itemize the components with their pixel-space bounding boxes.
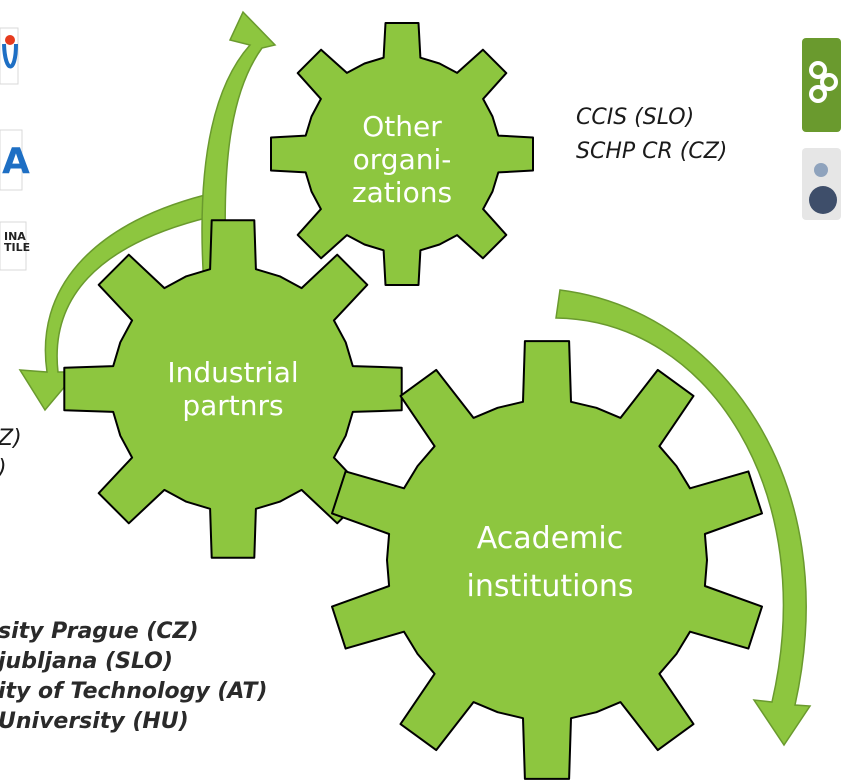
logo-fragment-3 [0,221,27,271]
logo-fragment-1 [0,27,19,85]
logo-text-fragment: INA TILE [4,231,30,253]
gear-label-line: Industrial [167,356,299,389]
logo-text-line: TILE [4,241,31,254]
institution-entry: University (HU) [0,709,189,734]
industrial-partners-list: Z) ) [0,424,22,484]
curved-arrow-industrial-down [18,194,211,412]
other-organizations-gear [270,22,534,286]
organization-entry: SCHP CR (CZ) [576,139,728,164]
gear-label-line: partnrs [182,389,284,423]
partner-entry: ) [0,454,22,484]
institution-entry: ity of Technology (AT) [0,679,268,704]
other-organizations-label: Other organi- zations [322,110,482,209]
partner-entry: Z) [0,426,22,451]
academic-institutions-gear [331,340,763,780]
gear-label-line: zations [351,176,453,210]
institution-entry: jubljana (SLO) [0,649,173,674]
industrial-partners-gear [63,219,403,559]
academic-institutions-label: Academic institutions [440,515,660,611]
gear-label-line: institutions [466,569,634,604]
institution-entry: sity Prague (CZ) [0,619,199,644]
academic-institutions-list: sity Prague (CZ) jubljana (SLO) ity of T… [0,617,267,737]
logo-text-line: INA [4,230,26,243]
gear-label-line: Academic [476,521,624,556]
other-organizations-list: CCIS (SLO) SCHP CR (CZ) [576,101,727,169]
logo-fragment-right-2 [802,148,841,220]
logo-fragment-right-1 [802,38,841,132]
industrial-partners-label: Industrial partnrs [138,356,328,422]
logo-letter-a: A [2,141,30,182]
gear-label-line: Other [362,110,442,143]
curved-arrow-academic-down [555,289,812,747]
organization-entry: CCIS (SLO) [576,105,695,130]
logo-fragment-2 [0,129,23,191]
gear-label-line: organi- [352,143,452,177]
